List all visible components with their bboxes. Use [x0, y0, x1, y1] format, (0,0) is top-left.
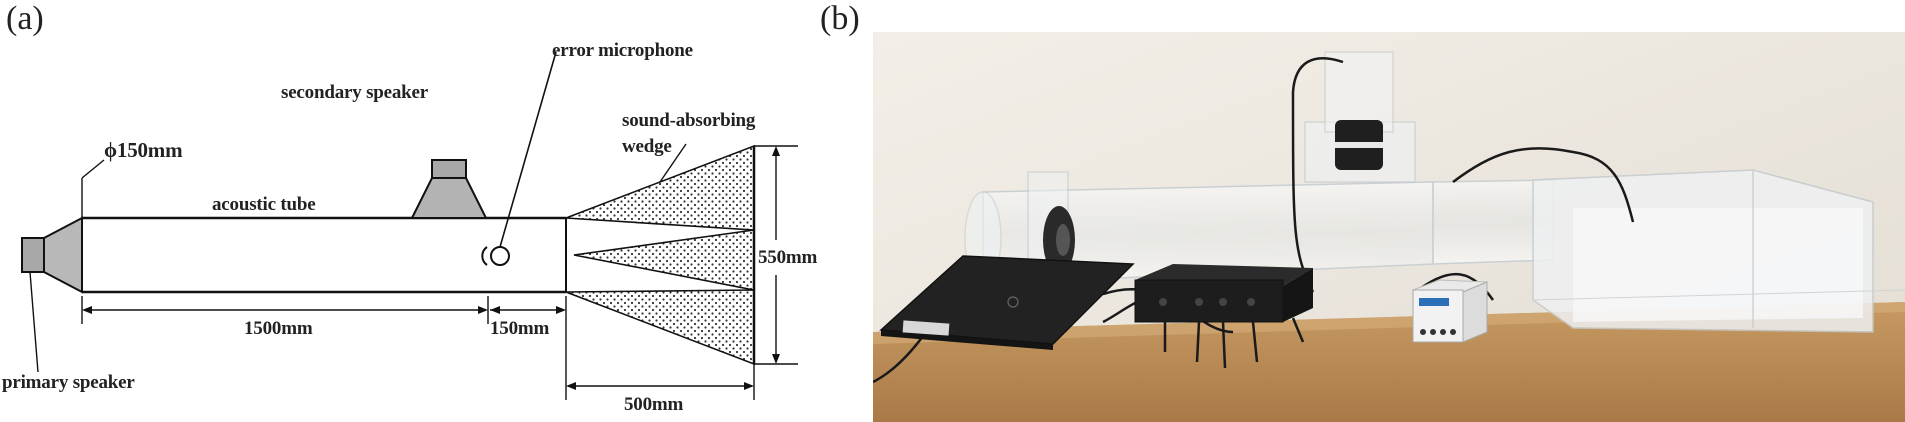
acoustic-tube-label: acoustic tube [212, 194, 316, 215]
panel-a-label: (a) [6, 0, 44, 37]
secondary-speaker-label: secondary speaker [281, 82, 429, 103]
primary-speaker-photo-icon [1043, 206, 1075, 274]
primary-speaker-leader [29, 271, 39, 373]
experimental-setup-photo [873, 32, 1905, 422]
diameter-leader [81, 159, 105, 179]
diameter-label: ϕ150mm [104, 138, 183, 162]
secondary-speaker-photo-icon [1304, 51, 1416, 183]
wedge-length-label: 500mm [624, 394, 684, 415]
daq-box-icon [1412, 279, 1488, 343]
tube-length-label: 1500mm [244, 318, 313, 339]
error-microphone-icon [481, 51, 557, 266]
primary-speaker-icon [21, 216, 83, 294]
wedge-label: wedge [622, 136, 672, 157]
sound-absorbing-wedge [565, 143, 756, 366]
height-dimension [754, 145, 798, 365]
audio-interface-icon [1134, 264, 1313, 323]
interface-cables [1163, 317, 1305, 369]
wedge-box [1532, 169, 1905, 333]
error-microphone-label: error microphone [552, 40, 693, 61]
length-dimensions [81, 296, 755, 400]
height-label: 550mm [758, 247, 818, 268]
panel-b-label: (b) [820, 0, 860, 37]
acoustic-tube-schematic [21, 51, 798, 400]
sound-absorbing-label: sound-absorbing [622, 110, 756, 131]
secondary-speaker-icon [410, 159, 488, 219]
mic-distance-label: 150mm [490, 318, 550, 339]
primary-speaker-label: primary speaker [2, 372, 135, 393]
laptop-icon [879, 255, 1135, 350]
